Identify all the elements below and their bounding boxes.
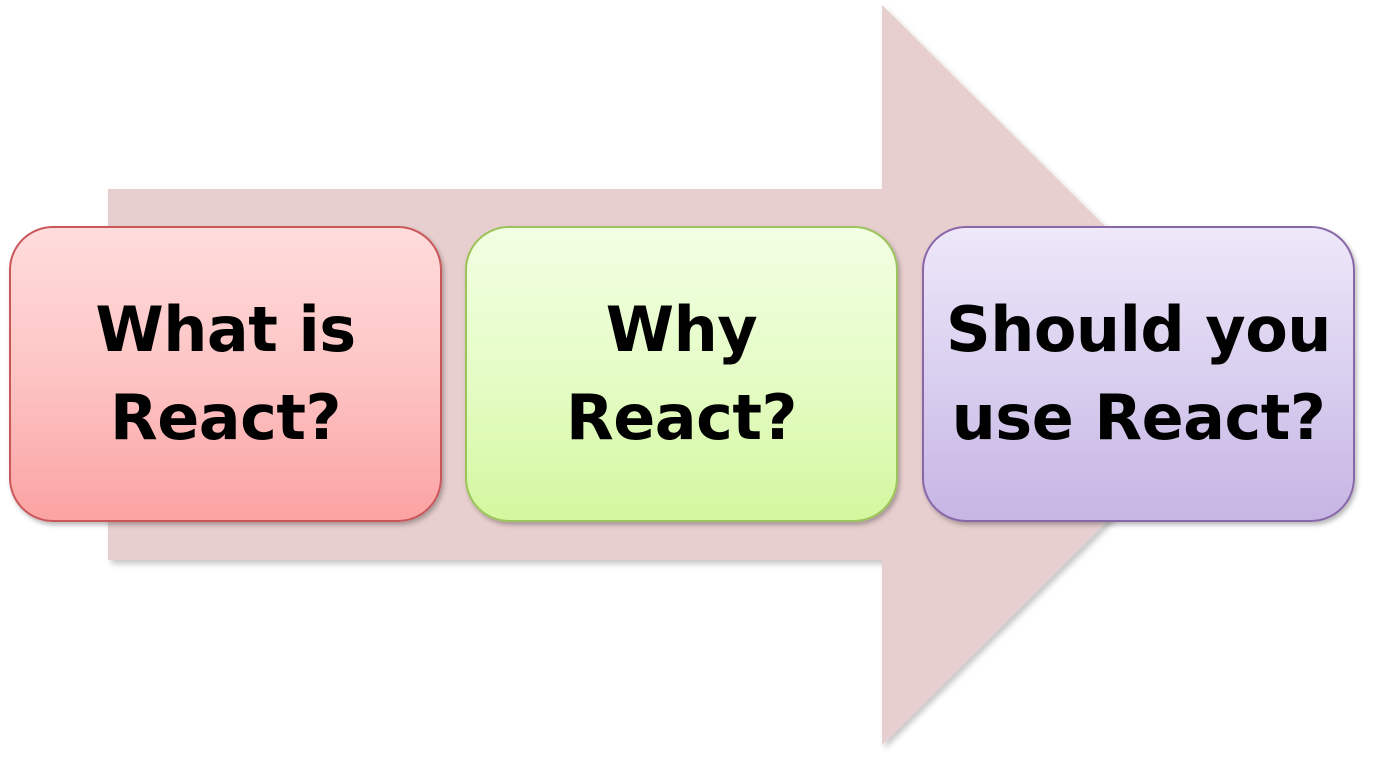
step-why-react: Why React? (465, 226, 898, 522)
step-why-react-label: Why React? (566, 293, 797, 454)
step-what-is-react: What is React? (9, 226, 442, 522)
step-should-you-use-react: Should you use React? (922, 226, 1355, 522)
step-what-is-react-label: What is React? (95, 293, 356, 454)
step-should-you-use-react-label: Should you use React? (946, 293, 1331, 454)
